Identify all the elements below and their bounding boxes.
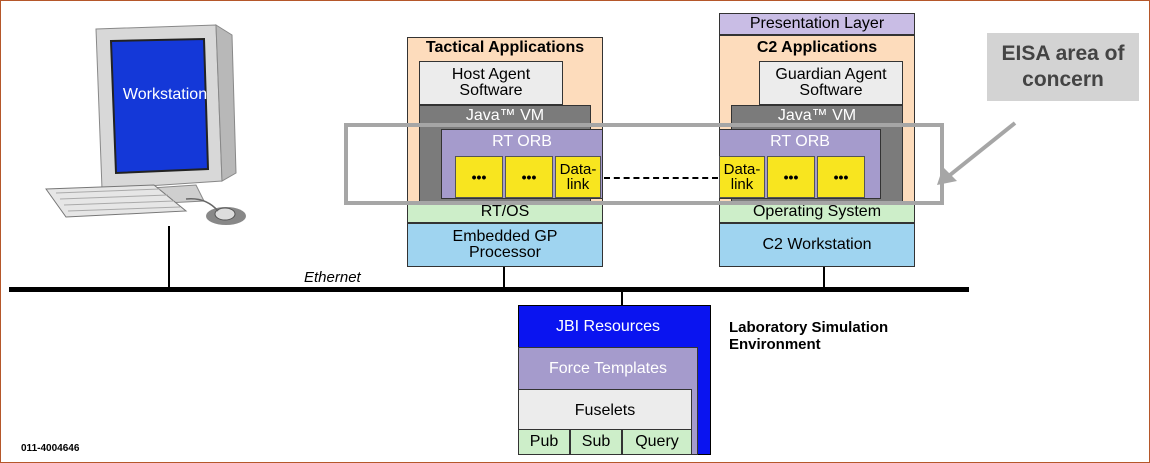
workstation-drop-line <box>168 226 170 288</box>
document-id: 011-4004646 <box>21 443 80 454</box>
workstation-illustration <box>45 24 246 225</box>
host-agent-software: Host Agent Software <box>419 61 563 105</box>
fuselets-label: Fuselets <box>574 402 636 419</box>
workstation-screen-label: Workstation <box>122 86 208 103</box>
ethernet-bus <box>9 287 969 292</box>
sub-box: Sub <box>570 429 622 455</box>
tactical-rt-orb-label: RT ORB <box>492 133 552 150</box>
presentation-layer: Presentation Layer <box>719 13 915 35</box>
query-box: Query <box>622 429 692 455</box>
c2-drop-line <box>823 267 825 288</box>
c2-applications-title: C2 Applications <box>756 39 878 56</box>
force-templates-label: Force Templates <box>549 360 667 377</box>
c2-datalink: Data-link <box>719 156 765 198</box>
lab-sim-env-label: Laboratory Simulation Environment <box>729 319 889 354</box>
tactical-datalink: Data-link <box>555 156 601 198</box>
guardian-agent-software: Guardian Agent Software <box>759 61 903 105</box>
eisa-area-label: EISA area of concern <box>987 33 1139 101</box>
eisa-highlight-region <box>344 123 944 205</box>
c2-jvm-label: Java™ VM <box>777 107 857 124</box>
c2-workstation: C2 Workstation <box>719 223 915 267</box>
tactical-ellipsis-2: ••• <box>505 156 553 198</box>
pub-box: Pub <box>518 429 570 455</box>
lab-drop-line <box>621 291 623 305</box>
c2-ellipsis-2: ••• <box>817 156 865 198</box>
embedded-gp-processor: Embedded GP Processor <box>407 223 603 267</box>
tactical-drop-line <box>503 267 505 288</box>
c2-rt-orb-label: RT ORB <box>770 133 830 150</box>
c2-ellipsis-1: ••• <box>767 156 815 198</box>
datalink-connection <box>604 177 718 179</box>
tactical-jvm-label: Java™ VM <box>465 107 545 124</box>
tactical-applications-title: Tactical Applications <box>425 39 585 56</box>
eisa-arrow <box>937 121 1017 185</box>
jbi-resources-label: JBI Resources <box>555 318 661 335</box>
tactical-ellipsis-1: ••• <box>455 156 503 198</box>
ethernet-label: Ethernet <box>304 269 361 286</box>
